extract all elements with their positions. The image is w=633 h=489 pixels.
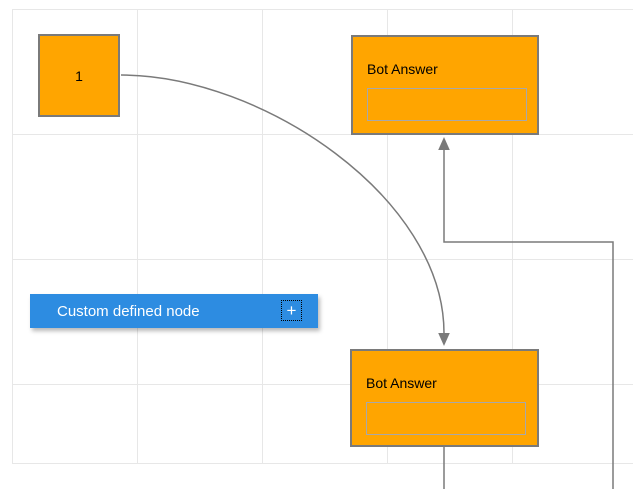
bezier-connector[interactable] xyxy=(120,74,445,334)
arrowhead-up-icon xyxy=(438,137,450,150)
custom-node-label: Custom defined node xyxy=(57,302,200,320)
node-text-field[interactable] xyxy=(366,402,526,435)
start-node-label: 1 xyxy=(75,67,83,84)
node-text-field[interactable] xyxy=(367,88,527,121)
start-node[interactable]: 1 xyxy=(38,34,120,117)
orthogonal-connector[interactable] xyxy=(443,150,614,489)
plus-icon[interactable]: + xyxy=(281,300,302,321)
node-title: Bot Answer xyxy=(366,375,437,391)
arrowhead-down-icon xyxy=(438,333,450,346)
custom-defined-node[interactable]: Custom defined node + xyxy=(30,294,318,328)
bot-answer-node-bottom[interactable]: Bot Answer xyxy=(350,349,539,447)
bot-answer-node-top[interactable]: Bot Answer xyxy=(351,35,539,135)
node-title: Bot Answer xyxy=(367,61,438,77)
